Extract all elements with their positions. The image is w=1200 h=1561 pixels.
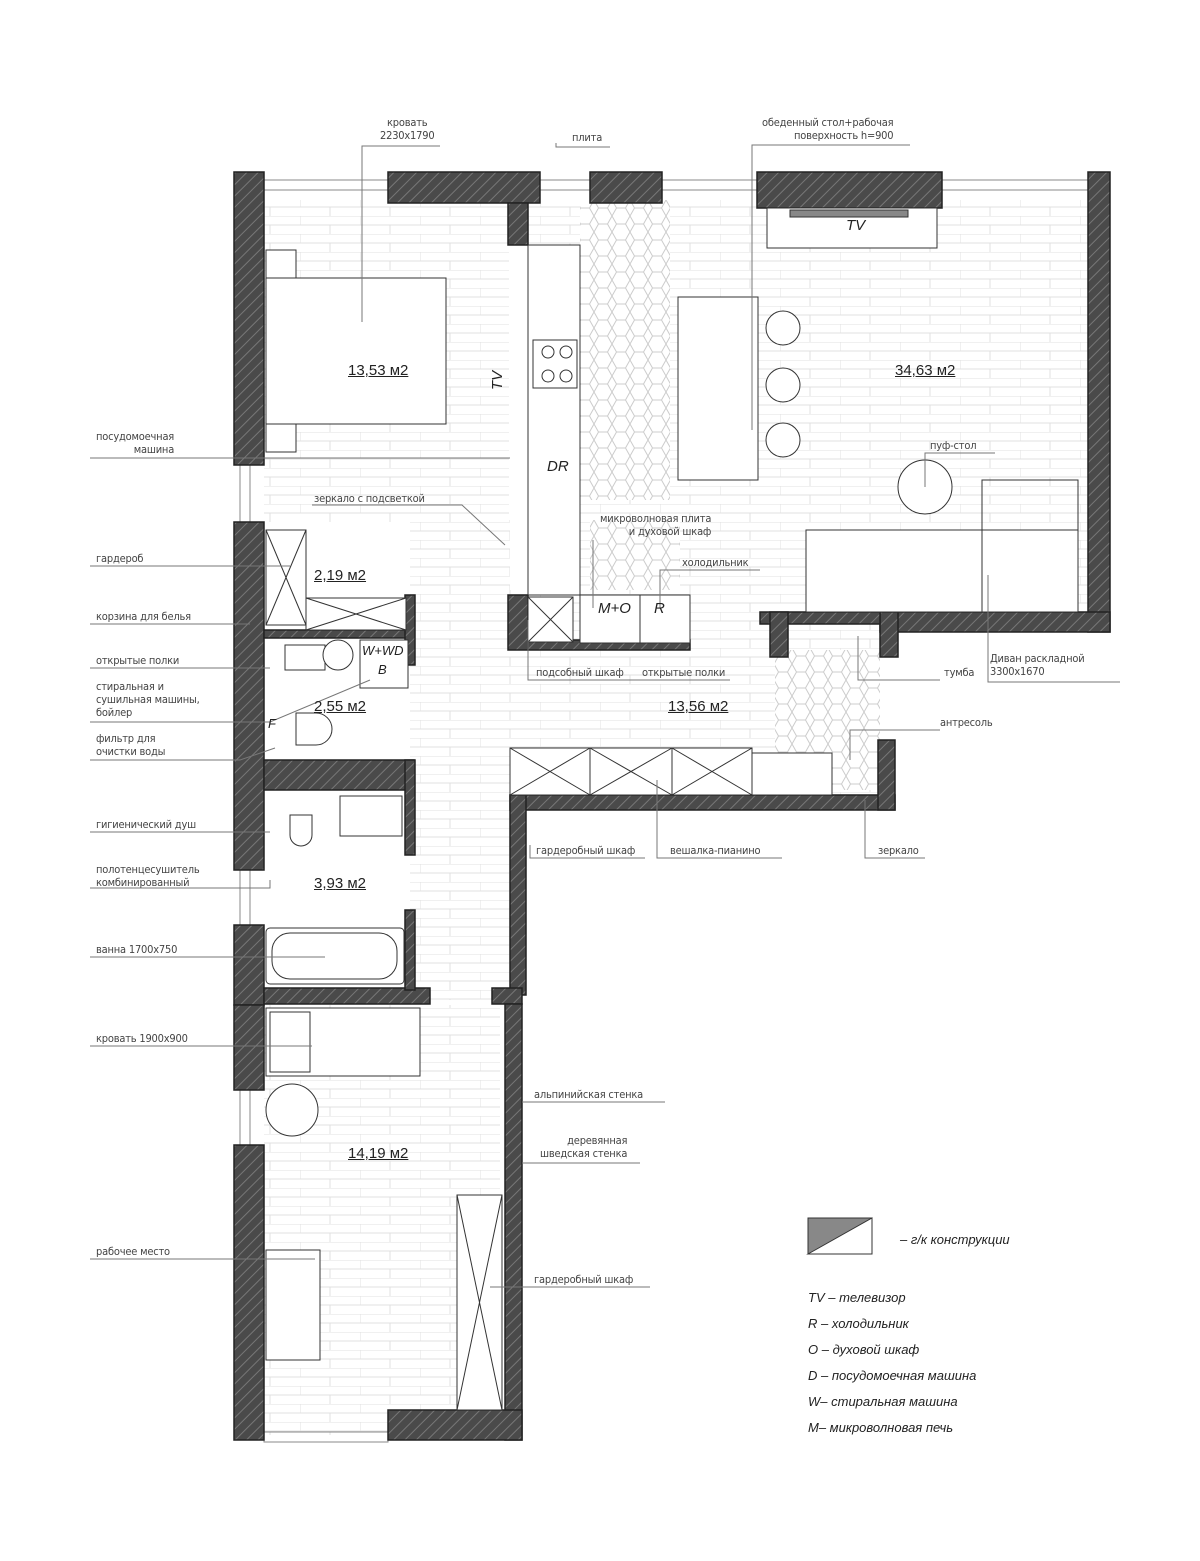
leader-lines — [90, 143, 1120, 1288]
callout-washer: стиральная и сушильная машины, бойлер — [96, 680, 200, 719]
room-area-hall: 13,56 м2 — [668, 698, 729, 715]
callout-dining: обеденный стол+рабочая поверхность h=900 — [762, 116, 894, 142]
callout-mirror: зеркало — [878, 844, 919, 857]
legend-item: W– стиральная машина — [808, 1394, 958, 1409]
callout-filter: фильтр для очистки воды — [96, 732, 166, 758]
legend-item: R – холодильник — [808, 1316, 909, 1331]
callout-single-bed: кровать 1900х900 — [96, 1032, 188, 1045]
callout-swedish-wall: деревянная шведская стенка — [540, 1134, 628, 1160]
callout-microwave: микроволновая плита и духовой шкаф — [600, 512, 712, 538]
room-area-wardrobe: 2,19 м2 — [314, 567, 367, 584]
callout-sofa: Диван раскладной 3300х1670 — [990, 652, 1085, 678]
callout-stove: плита — [572, 131, 603, 144]
room-area-bedroom: 13,53 м2 — [348, 362, 409, 379]
legend-drywall: – г/к конструкции — [900, 1232, 1010, 1247]
callout-hygienic-shower: гигиенический душ — [96, 818, 196, 831]
fridge-unit — [579, 594, 691, 644]
room-area-bathroom: 3,93 м2 — [314, 875, 367, 892]
cooktop — [532, 339, 578, 389]
dishwasher-mark: DR — [547, 458, 569, 475]
callout-laundry-basket: корзина для белья — [96, 610, 191, 623]
kitchen-counter — [527, 244, 581, 596]
callout-towel-dryer: полотенцесушитель комбинированный — [96, 863, 200, 889]
callout-pouf: пуф-стол — [930, 439, 977, 452]
room-area-kids-room: 14,19 м2 — [348, 1145, 409, 1162]
callout-bed: кровать 2230х1790 — [380, 116, 435, 142]
callout-mezzanine: антресоль — [940, 716, 993, 729]
callout-closet: гардеробный шкаф — [536, 844, 636, 857]
microwave-oven-mark: M+O — [598, 600, 631, 617]
washer-mark: W+WD — [362, 643, 404, 658]
furniture — [265, 207, 1079, 1411]
filter-mark: F — [268, 716, 276, 731]
callout-bath: ванна 1700х750 — [96, 943, 178, 956]
callout-kids-closet: гардеробный шкаф — [534, 1273, 634, 1286]
legend-item: D – посудомоечная машина — [808, 1368, 977, 1383]
legend-item: O – духовой шкаф — [808, 1342, 920, 1357]
legend-item: TV – телевизор — [808, 1290, 906, 1305]
callout-workplace: рабочее место — [96, 1245, 170, 1258]
boiler-mark: B — [378, 662, 387, 677]
callout-dishwasher: посудомоечная машина — [96, 430, 175, 456]
callout-wardrobe: гардероб — [96, 552, 144, 565]
fridge-mark: R — [654, 600, 665, 617]
tv-mark-living: TV — [846, 217, 866, 234]
callout-nightstand: тумба — [944, 666, 975, 679]
room-area-laundry: 2,55 м2 — [314, 698, 367, 715]
callout-mirror-light: зеркало с подсветкой — [314, 492, 425, 505]
sofa — [805, 529, 1079, 613]
callout-climbing-wall: альпинийская стенка — [534, 1088, 644, 1101]
legend-item: M– микроволновая печь — [808, 1420, 954, 1435]
tv-mark-bedroom: TV — [489, 370, 507, 391]
callout-utility-cabinet: подсобный шкаф — [536, 666, 624, 679]
callout-fridge: холодильник — [682, 556, 749, 569]
callout-open-shelves: открытые полки — [642, 666, 726, 679]
bed — [265, 277, 447, 425]
walls — [233, 171, 1111, 1441]
callout-open-shelves-left: открытые полки — [96, 654, 180, 667]
desk — [265, 1249, 321, 1361]
dining-table — [677, 296, 759, 481]
callout-hanger: вешалка-пианино — [670, 844, 761, 857]
room-area-living-kitchen: 34,63 м2 — [895, 362, 956, 379]
